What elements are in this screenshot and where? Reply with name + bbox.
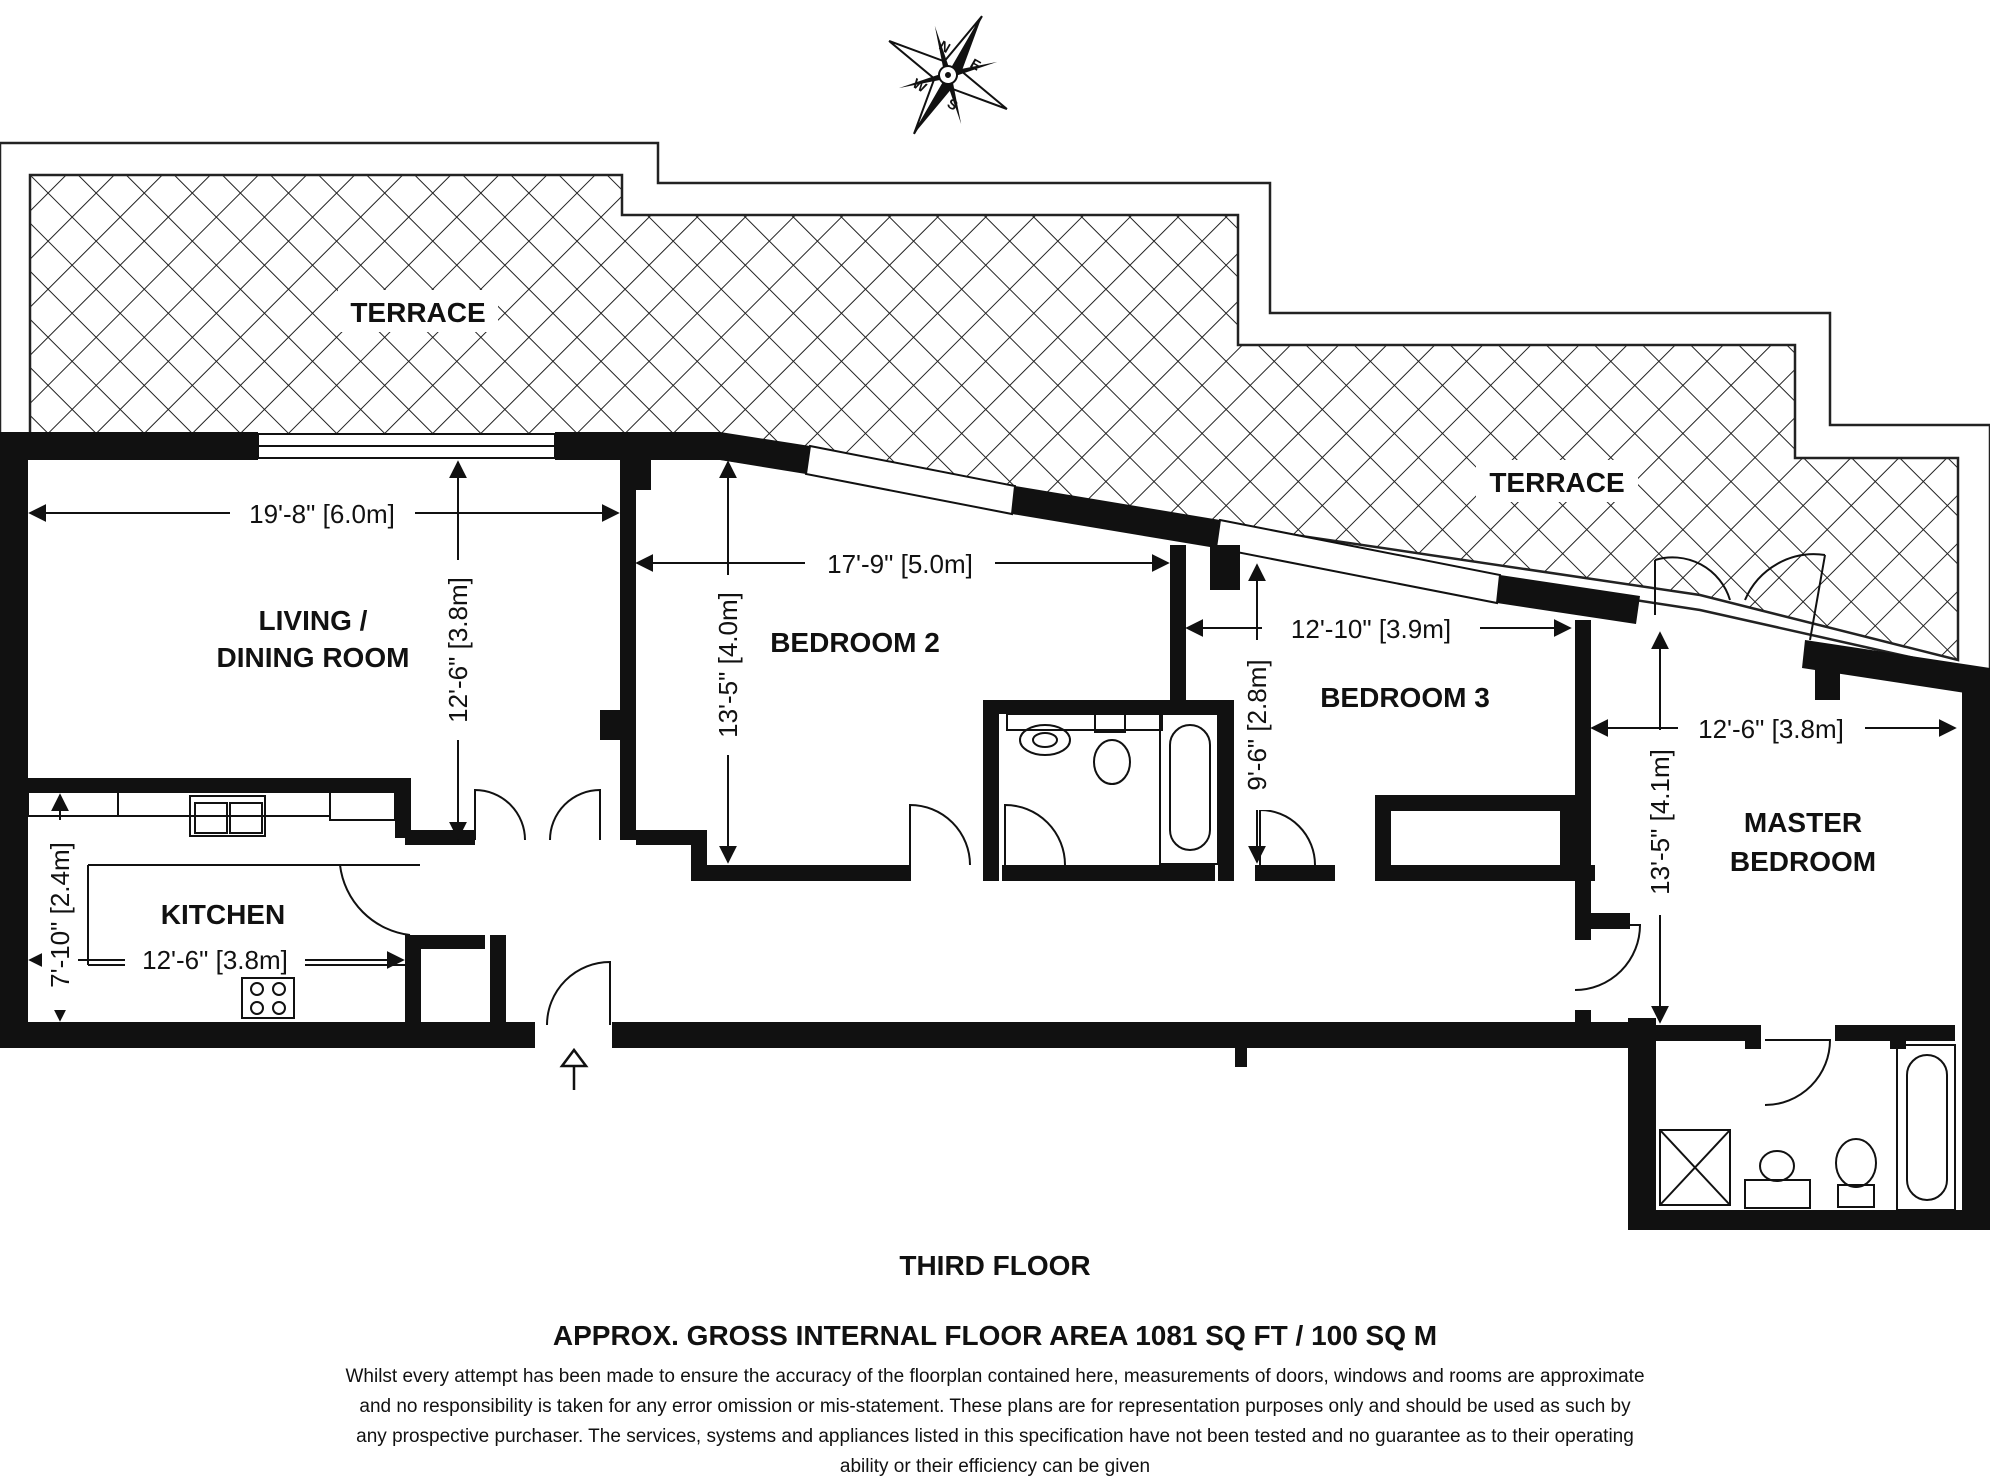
bedroom2-depth-dimension: 13'-5" [4.0m] xyxy=(713,592,743,738)
living-label-line2: DINING ROOM xyxy=(217,642,410,673)
bedroom2-label: BEDROOM 2 xyxy=(770,627,940,658)
windows xyxy=(257,433,1502,605)
floor-title: THIRD FLOOR xyxy=(899,1250,1091,1281)
living-width-dimension: 19'-8" [6.0m] xyxy=(249,499,395,529)
living-depth-dimension: 12'-6" [3.8m] xyxy=(443,577,473,723)
kitchen-depth-dimension: 7'-10" [2.4m] xyxy=(45,842,75,988)
exterior-walls xyxy=(0,432,1990,1230)
master-ensuite-fixtures xyxy=(1659,1044,1956,1211)
bedroom3-label: BEDROOM 3 xyxy=(1320,682,1490,713)
master-depth-dimension: 13'-5" [4.1m] xyxy=(1645,749,1675,895)
entrance-arrow-icon xyxy=(559,1047,589,1090)
compass-icon: N E S W xyxy=(888,15,1008,135)
bedroom2-width-dimension: 17'-9" [5.0m] xyxy=(827,549,973,579)
terrace-label-1: TERRACE xyxy=(350,297,485,328)
disclaimer-text: Whilst every attempt has been made to en… xyxy=(345,1366,1645,1477)
master-label-line2: BEDROOM xyxy=(1730,846,1876,877)
kitchen-label: KITCHEN xyxy=(161,899,285,930)
master-label-line1: MASTER xyxy=(1744,807,1862,838)
ensuite-fixtures xyxy=(1006,713,1219,865)
bedroom3-width-dimension: 12'-10" [3.9m] xyxy=(1291,614,1451,644)
kitchen-width-dimension: 12'-6" [3.8m] xyxy=(142,945,288,975)
compass-west: W xyxy=(910,75,930,96)
terrace-label-2: TERRACE xyxy=(1489,467,1624,498)
master-width-dimension: 12'-6" [3.8m] xyxy=(1698,714,1844,744)
doors xyxy=(338,553,1832,1106)
bedroom3-depth-dimension: 9'-6" [2.8m] xyxy=(1242,659,1272,790)
floor-area-title: APPROX. GROSS INTERNAL FLOOR AREA 1081 S… xyxy=(552,1320,1438,1351)
living-label-line1: LIVING / xyxy=(259,605,368,636)
